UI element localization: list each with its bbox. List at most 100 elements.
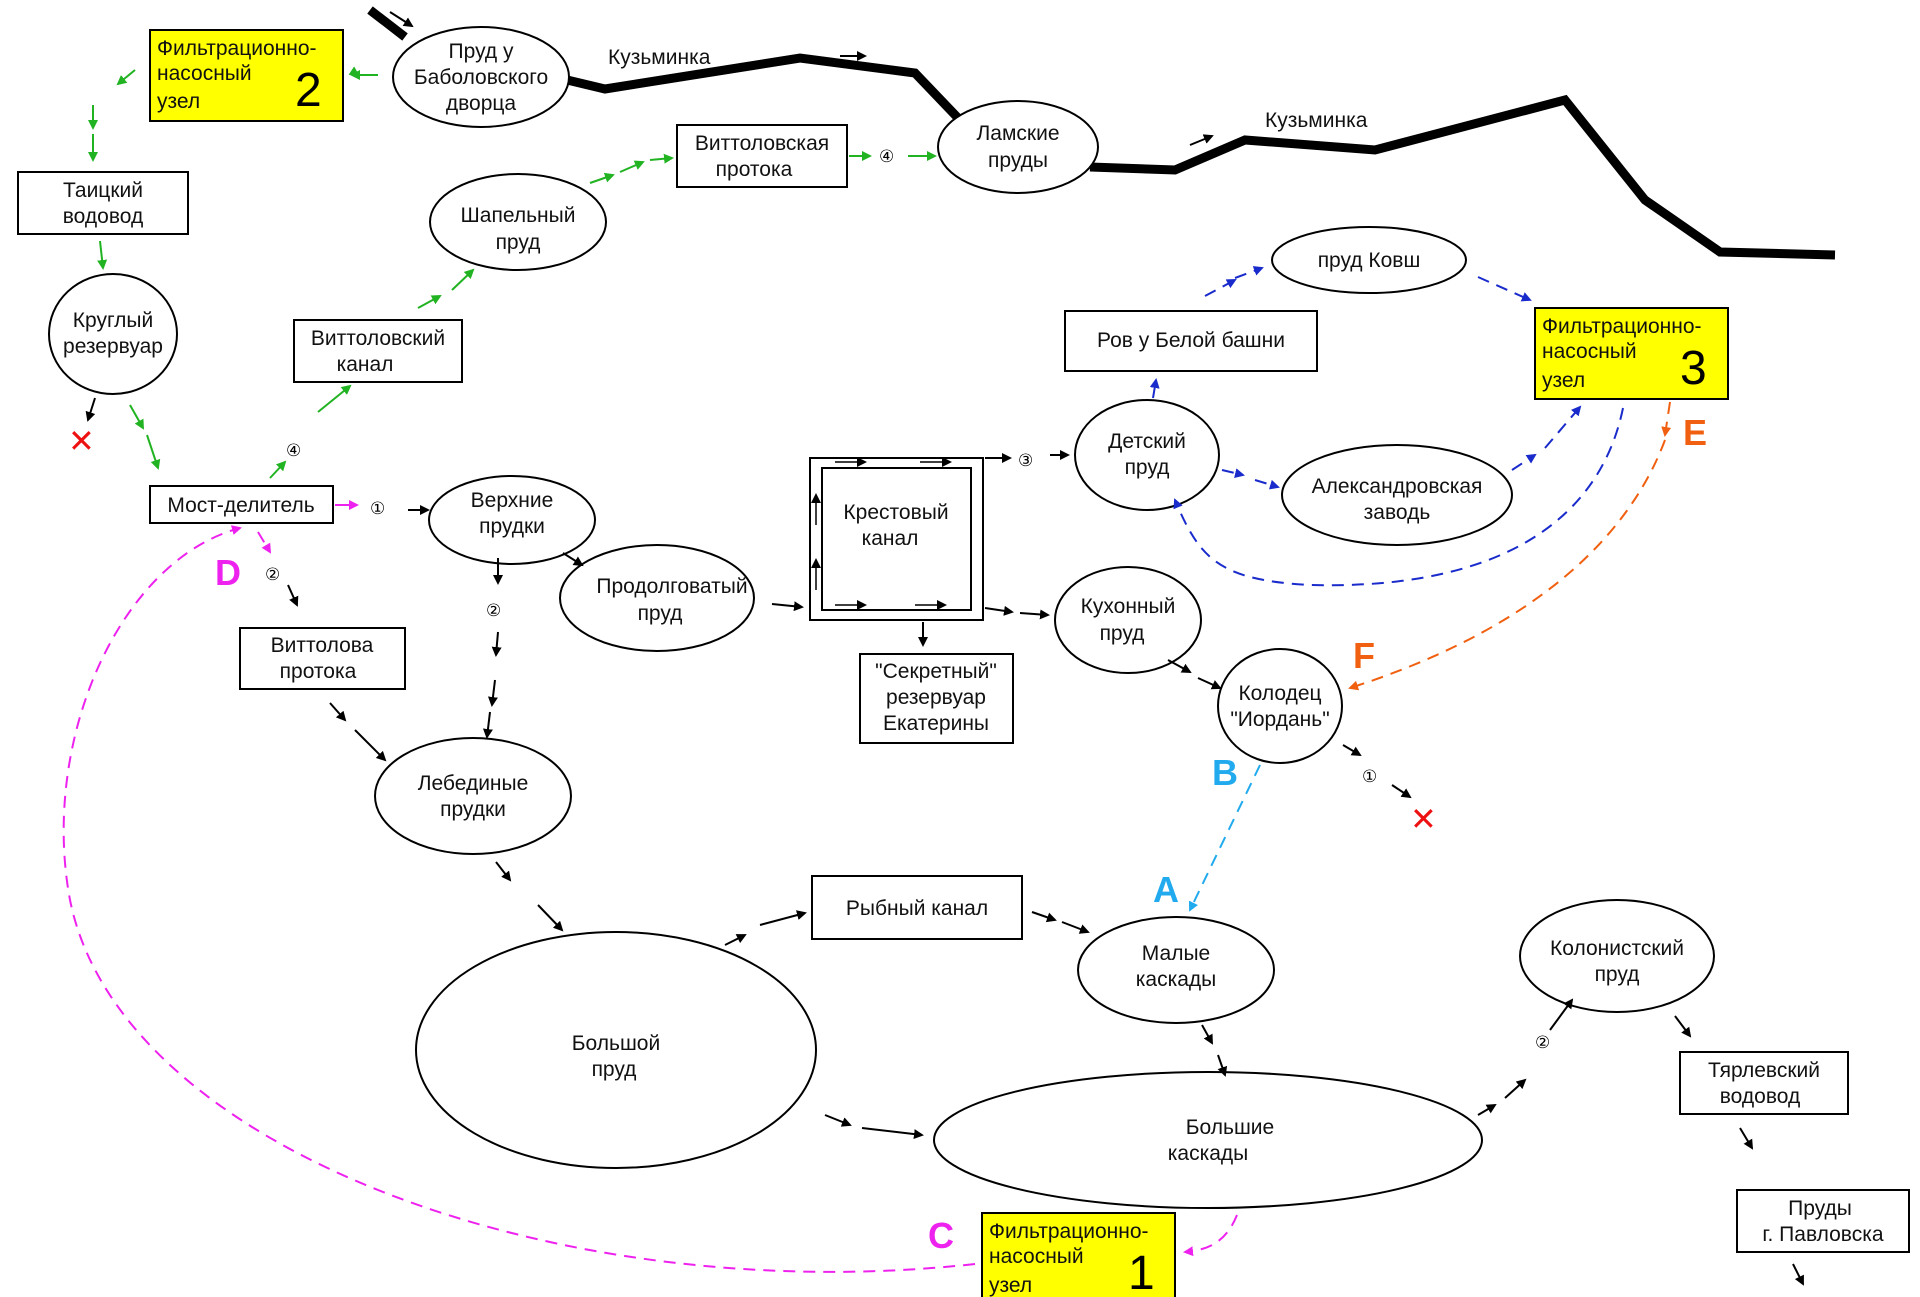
fnu-1-line3: узел — [989, 1274, 1032, 1297]
node-kolodets-line2: "Иордань" — [1230, 708, 1329, 731]
letter-f: F — [1353, 635, 1375, 676]
node-bolshoy-line1: Большой — [572, 1032, 660, 1055]
node-taitsky-line1: Таицкий — [63, 179, 143, 202]
node-tyarlevsky-line1: Тярлевский — [1708, 1059, 1820, 1082]
fnu-1-number: 1 — [1128, 1247, 1155, 1297]
node-vittolovskaya-protoka-line2: протока — [716, 158, 793, 181]
node-kolodets-line1: Колодец — [1238, 682, 1321, 705]
node-prodolgovaty-line1: Продолговатый — [596, 575, 747, 598]
cross-mark-kolodets: ✕ — [1410, 800, 1437, 838]
node-detsky: Детский пруд — [1074, 399, 1220, 511]
node-malye-line1: Малые — [1142, 942, 1210, 965]
node-vittolovsky-kanal-line2: канал — [337, 353, 394, 376]
cross-mark-krugly: ✕ — [68, 422, 95, 460]
flow-magenta — [62, 500, 1238, 1273]
node-malye: Малые каскады — [1077, 916, 1275, 1024]
node-babolovo: Пруд у Баболовского дворца — [392, 26, 570, 128]
node-sekretny-line2: резервуар — [886, 686, 986, 709]
circled-1-most: ① — [370, 499, 385, 518]
node-prodolgovaty: Продолговатый пруд — [559, 544, 755, 652]
node-shapelny-line1: Шапельный — [461, 204, 576, 227]
node-rybny: Рыбный канал — [811, 875, 1023, 940]
node-rov-line1: Ров у Белой башни — [1097, 329, 1285, 352]
fnu-3-line2: насосный — [1542, 340, 1637, 363]
node-detsky-line2: пруд — [1125, 456, 1170, 479]
node-aleksandrovskaya: Александровская заводь — [1281, 444, 1513, 546]
river-label-2: Кузьминка — [1265, 109, 1368, 132]
node-verkhnie-line1: Верхние — [471, 489, 554, 512]
circled-4-left: ④ — [286, 441, 301, 460]
node-kukhonny: Кухонный пруд — [1054, 566, 1202, 674]
circled-4-top: ④ — [879, 147, 894, 166]
node-vittolovskaya-protoka-line1: Виттоловская — [695, 132, 829, 155]
node-lamskie-line1: Ламские — [977, 122, 1060, 145]
letter-a: A — [1153, 869, 1179, 910]
fnu-3-line1: Фильтрационно- — [1542, 315, 1702, 338]
node-krestovy-line2: канал — [862, 527, 919, 550]
node-vittolova-protoka-line2: протока — [280, 660, 357, 683]
node-vittolova-protoka-line1: Виттолова — [271, 634, 374, 657]
circled-1-kolodets: ① — [1362, 767, 1377, 786]
node-vittolovskaya-protoka: Виттоловская протока — [676, 124, 848, 188]
node-babolovo-line1: Пруд у — [449, 40, 514, 63]
node-sekretny: "Секретный" резервуар Екатерины — [859, 653, 1014, 744]
fnu-2-line2: насосный — [157, 62, 252, 85]
node-aleksandrovskaya-line2: заводь — [1364, 501, 1431, 524]
node-krugly-line2: резервуар — [63, 335, 163, 358]
node-kovsh-line1: пруд Ковш — [1318, 249, 1421, 272]
node-most: Мост-делитель — [149, 485, 334, 524]
node-tyarlevsky: Тярлевский водовод — [1679, 1051, 1849, 1115]
node-taitsky-line2: водовод — [63, 205, 143, 228]
fnu-3-number: 3 — [1680, 342, 1707, 395]
node-lamskie-line2: пруды — [988, 149, 1048, 172]
fnu-1-line2: насосный — [989, 1245, 1084, 1268]
fnu-2-line3: узел — [157, 90, 200, 113]
node-babolovo-line3: дворца — [446, 92, 517, 115]
node-bolshoy: Большой пруд — [415, 931, 817, 1169]
node-verkhnie-line2: прудки — [479, 515, 545, 538]
letter-b: B — [1212, 752, 1238, 793]
fnu-2-number: 2 — [295, 64, 322, 117]
node-lebedinye-line1: Лебединые — [418, 772, 529, 795]
node-kolonistsky-line2: пруд — [1595, 963, 1640, 986]
node-detsky-line1: Детский — [1108, 430, 1186, 453]
node-most-line1: Мост-делитель — [167, 494, 314, 517]
fnu-1-line1: Фильтрационно- — [989, 1220, 1149, 1243]
flow-black — [85, 397, 1804, 1286]
node-krestovy: Крестовый канал — [809, 457, 984, 621]
node-taitsky: Таицкий водовод — [17, 171, 189, 235]
flow-blue — [1149, 266, 1624, 587]
letter-d: D — [215, 552, 241, 593]
node-bolshie-line2: каскады — [1168, 1142, 1249, 1165]
flow-green — [88, 66, 937, 479]
node-krugly-line1: Круглый — [73, 309, 153, 332]
node-lebedinye: Лебединые прудки — [374, 737, 572, 855]
fnu-1-box: Фильтрационно- насосный узел 1 — [981, 1212, 1176, 1297]
fnu-2-line1: Фильтрационно- — [157, 37, 317, 60]
node-vittolovsky-kanal-line1: Виттоловский — [311, 327, 445, 350]
circled-2-most: ② — [265, 565, 280, 584]
node-rybny-line1: Рыбный канал — [846, 897, 988, 920]
flow-cyan — [1188, 764, 1261, 912]
node-vittolovsky-kanal: Виттоловский канал — [293, 319, 463, 383]
fnu-3-box: Фильтрационно- насосный узел 3 — [1534, 307, 1729, 400]
flow-orange — [1348, 401, 1672, 691]
node-bolshoy-line2: пруд — [592, 1058, 637, 1081]
fnu-3-line3: узел — [1542, 369, 1585, 392]
krestovy-inner-arrows — [811, 457, 952, 610]
node-kolonistsky: Колонистский пруд — [1519, 899, 1715, 1013]
node-shapelny: Шапельный пруд — [429, 173, 607, 271]
node-pavlovsk-line1: Пруды — [1788, 1197, 1852, 1220]
node-verkhnie: Верхние прудки — [428, 475, 596, 565]
node-vittolova-protoka: Виттолова протока — [239, 627, 406, 690]
letter-c: C — [928, 1215, 954, 1256]
fnu-2-box: Фильтрационно- насосный узел 2 — [149, 29, 344, 122]
node-krugly: Круглый резервуар — [48, 273, 178, 395]
node-shapelny-line2: пруд — [496, 231, 541, 254]
node-rov: Ров у Белой башни — [1064, 310, 1318, 372]
node-babolovo-line2: Баболовского — [414, 66, 548, 89]
node-bolshie-line1: Большие — [1186, 1116, 1274, 1139]
node-kolodets: Колодец "Иордань" — [1217, 648, 1343, 764]
node-prodolgovaty-line2: пруд — [638, 602, 683, 625]
